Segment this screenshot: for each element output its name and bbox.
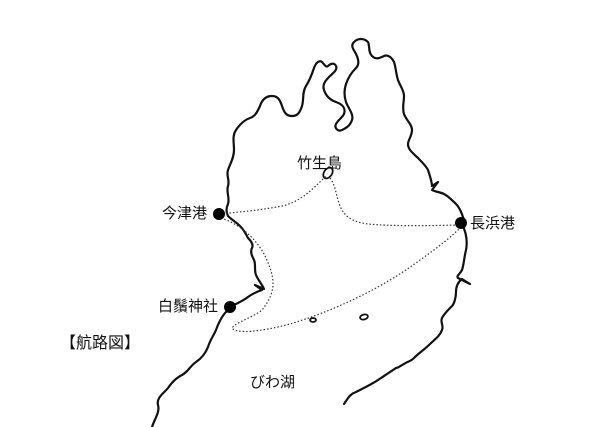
route-imazu-chikubushima xyxy=(218,175,327,215)
small-island-2 xyxy=(359,313,369,321)
shirahige-shrine-marker xyxy=(224,301,236,313)
lake-biwa-label: びわ湖 xyxy=(250,373,296,391)
imazu-port-label: 今津港 xyxy=(162,204,208,222)
nagahama-port-label: 長浜港 xyxy=(470,214,516,232)
chikubushima-label: 竹生島 xyxy=(297,154,343,172)
east-coastline xyxy=(394,222,472,370)
south-coastline xyxy=(342,366,398,406)
route-imazu-nagahama xyxy=(220,217,461,333)
west-coastline xyxy=(150,37,466,427)
shirahige-shrine-label: 白鬚神社 xyxy=(158,297,219,315)
imazu-port-marker xyxy=(213,208,225,220)
nagahama-port-marker xyxy=(455,217,467,229)
small-island-1 xyxy=(309,317,317,323)
chikubushima-island xyxy=(322,166,334,180)
route-chikubushima-nagahama xyxy=(329,177,461,227)
map-title: 【航路図】 xyxy=(60,333,141,352)
